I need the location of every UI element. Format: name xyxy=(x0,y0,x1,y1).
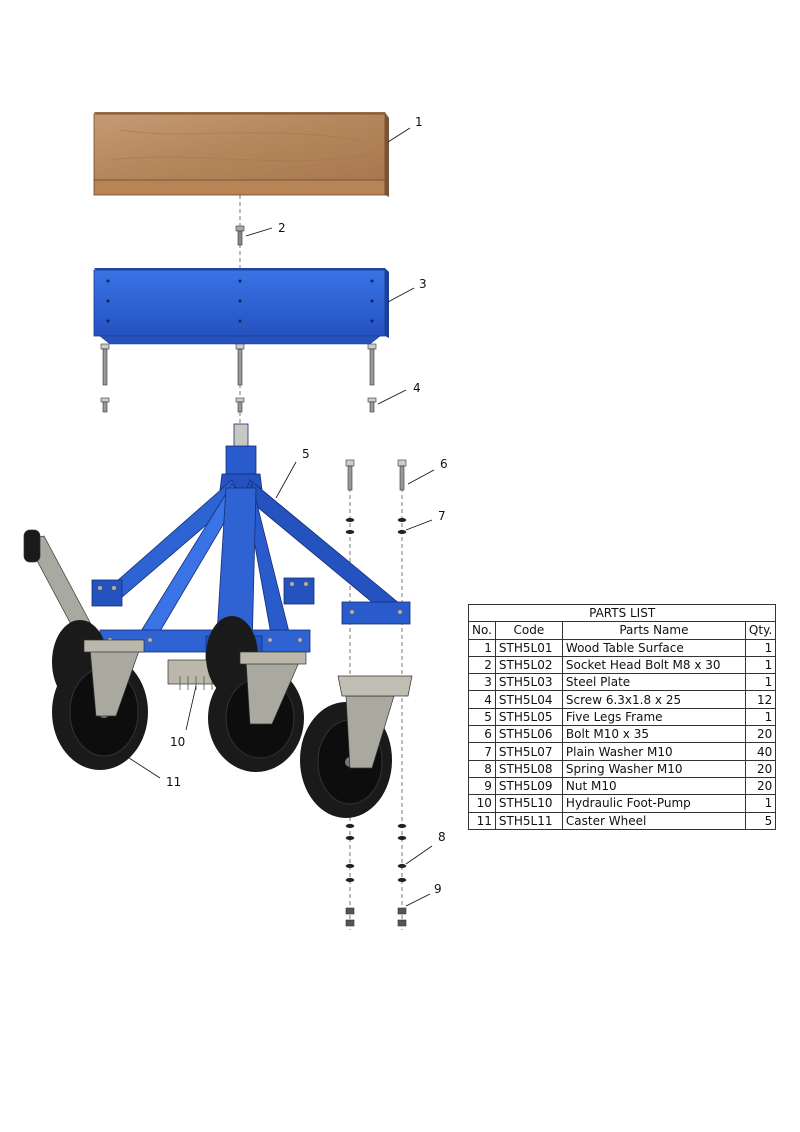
cell-code: STH5L06 xyxy=(494,725,563,744)
cell-no: 3 xyxy=(468,673,496,692)
cell-code: STH5L10 xyxy=(494,794,563,813)
five-legs-frame xyxy=(91,423,411,667)
cell-parts-name: Plain Washer M10 xyxy=(561,742,746,761)
caster-wheels xyxy=(52,616,413,818)
callout-2: 2 xyxy=(278,221,286,235)
header-no: No. xyxy=(468,621,496,640)
cell-code: STH5L11 xyxy=(494,811,563,830)
header-qty: Qty. xyxy=(744,621,777,640)
cell-code: STH5L08 xyxy=(494,759,563,778)
cell-qty: 1 xyxy=(744,707,777,727)
callout-3: 3 xyxy=(419,277,427,291)
cell-qty: 1 xyxy=(744,673,777,692)
leader-lines xyxy=(125,127,435,907)
cell-qty: 1 xyxy=(744,655,777,675)
callout-5: 5 xyxy=(302,447,310,461)
callout-7: 7 xyxy=(438,509,446,523)
parts-list-header-row: No. Code Parts Name Qty. xyxy=(468,621,777,640)
cell-parts-name: Bolt M10 x 35 xyxy=(561,725,746,744)
cell-no: 7 xyxy=(468,742,496,761)
cell-no: 5 xyxy=(468,707,496,727)
cell-qty: 5 xyxy=(744,811,777,830)
cell-parts-name: Nut M10 xyxy=(561,776,746,796)
cell-parts-name: Hydraulic Foot-Pump xyxy=(561,794,746,813)
callout-1: 1 xyxy=(415,115,423,129)
cell-parts-name: Steel Plate xyxy=(561,673,746,692)
header-parts-name: Parts Name xyxy=(561,621,746,640)
cell-code: STH5L05 xyxy=(494,707,563,727)
cell-parts-name: Five Legs Frame xyxy=(561,707,746,727)
cell-no: 9 xyxy=(468,776,496,796)
cell-code: STH5L02 xyxy=(494,655,563,675)
cell-qty: 40 xyxy=(744,742,777,761)
socket-head-bolt xyxy=(235,225,245,246)
cell-no: 8 xyxy=(468,759,496,778)
cell-no: 11 xyxy=(468,811,496,830)
callout-11: 11 xyxy=(166,775,181,789)
cell-qty: 1 xyxy=(744,794,777,813)
caster-wheel-exploded xyxy=(300,675,413,818)
wood-table-surface xyxy=(93,112,389,197)
caster-wheel-front-middle xyxy=(208,651,307,772)
cell-no: 4 xyxy=(468,690,496,709)
cell-qty: 20 xyxy=(744,776,777,796)
cell-no: 1 xyxy=(468,638,496,657)
cell-parts-name: Screw 6.3x1.8 x 25 xyxy=(561,690,746,709)
caster-wheel-front-left xyxy=(52,639,148,770)
cell-qty: 20 xyxy=(744,759,777,778)
callout-4: 4 xyxy=(413,381,421,395)
cell-parts-name: Spring Washer M10 xyxy=(561,759,746,778)
cell-parts-name: Wood Table Surface xyxy=(561,638,746,657)
cell-parts-name: Caster Wheel xyxy=(561,811,746,830)
cell-qty: 1 xyxy=(744,638,777,657)
cell-code: STH5L07 xyxy=(494,742,563,761)
cell-code: STH5L01 xyxy=(494,638,563,657)
screws xyxy=(100,343,377,413)
callout-8: 8 xyxy=(438,830,446,844)
cell-no: 10 xyxy=(468,794,496,813)
cell-parts-name: Socket Head Bolt M8 x 30 xyxy=(561,655,746,675)
bolts-washers-nuts xyxy=(345,459,407,927)
cell-qty: 20 xyxy=(744,725,777,744)
cell-no: 6 xyxy=(468,725,496,744)
cell-no: 2 xyxy=(468,655,496,675)
cell-qty: 12 xyxy=(744,690,777,709)
cell-code: STH5L03 xyxy=(494,673,563,692)
parts-list-title: PARTS LIST xyxy=(467,603,777,623)
cell-code: STH5L04 xyxy=(494,690,563,709)
callout-9: 9 xyxy=(434,882,442,896)
header-code: Code xyxy=(494,621,563,640)
cell-code: STH5L09 xyxy=(494,776,563,796)
steel-plate xyxy=(93,268,389,345)
callout-10: 10 xyxy=(170,735,185,749)
callout-6: 6 xyxy=(440,457,448,471)
